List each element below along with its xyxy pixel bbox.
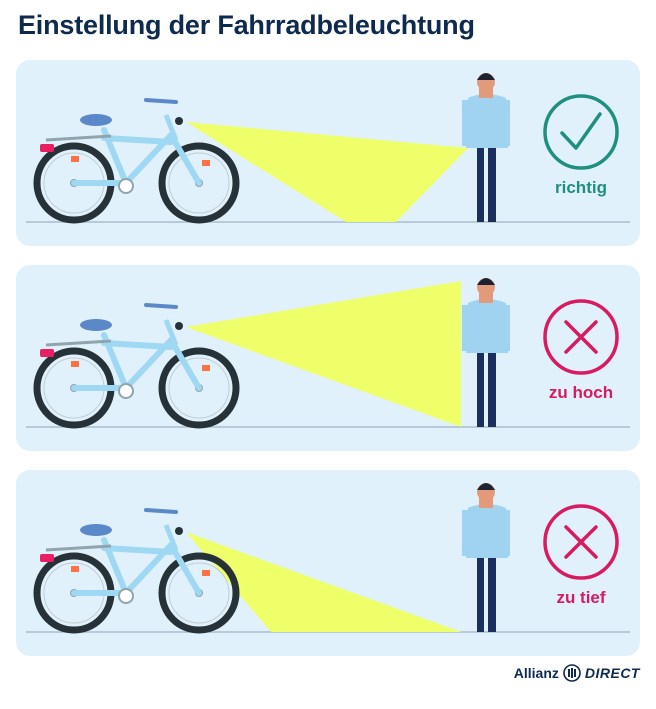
cross-icon — [543, 504, 619, 580]
cross-icon — [543, 299, 619, 375]
panel-too-high: zu hoch — [16, 265, 640, 451]
page-title: Einstellung der Fahrradbeleuchtung — [18, 10, 475, 40]
illustration-correct — [26, 73, 630, 224]
check-icon — [543, 94, 619, 170]
light-beam — [186, 532, 461, 632]
bicycle-icon — [33, 508, 240, 634]
bicycle-icon — [33, 303, 240, 429]
person-icon — [462, 483, 510, 632]
allianz-eagle-icon — [563, 664, 581, 682]
verdict-label-too-low: zu tief — [556, 588, 606, 607]
illustration-too-high — [26, 278, 630, 429]
person-icon — [462, 278, 510, 427]
logo-text-right: DIRECT — [584, 665, 640, 681]
panel-too-low: zu tief — [16, 470, 640, 656]
verdict-label-correct: richtig — [555, 178, 607, 197]
panel-correct: richtig — [16, 60, 640, 246]
illustration-too-low — [26, 483, 630, 634]
light-beam — [186, 281, 461, 427]
bicycle-icon — [33, 98, 240, 224]
logo-text-left: Allianz — [513, 665, 559, 681]
light-beam — [186, 122, 468, 222]
person-icon — [462, 73, 510, 222]
verdict-label-too-high: zu hoch — [548, 383, 614, 402]
allianz-direct-logo: Allianz DIRECT — [514, 664, 640, 682]
